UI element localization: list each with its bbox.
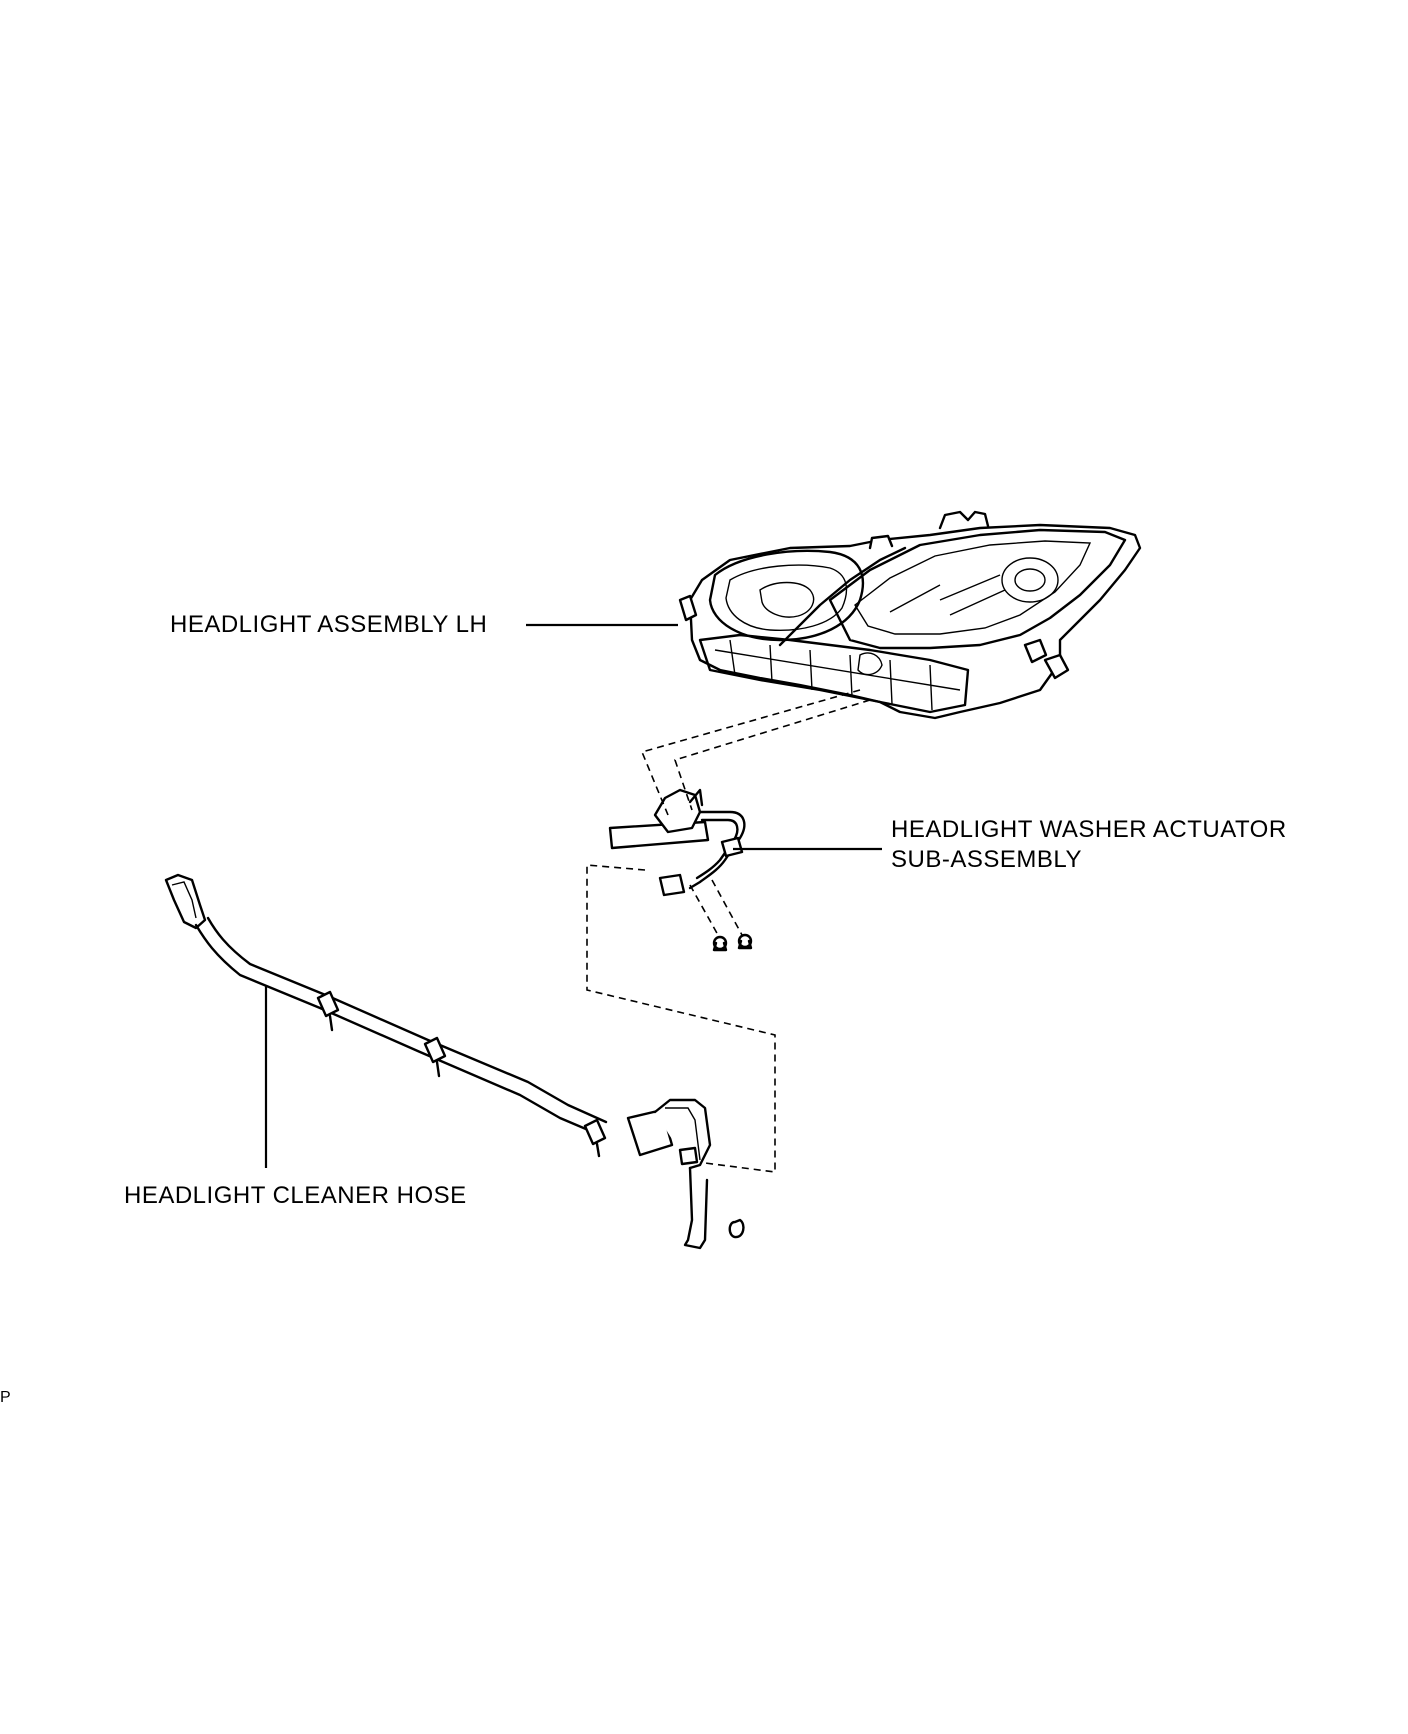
- assembly-dashed-lines: [586, 689, 871, 1173]
- label-headlight-assembly: HEADLIGHT ASSEMBLY LH: [170, 611, 488, 638]
- headlight-assembly-drawing: [678, 510, 1142, 720]
- label-washer-actuator-line1: HEADLIGHT WASHER ACTUATOR: [891, 816, 1287, 843]
- corner-mark: P: [0, 1389, 12, 1406]
- label-washer-actuator-line2: SUB-ASSEMBLY: [891, 846, 1082, 873]
- cleaner-hose-drawing: [164, 873, 745, 1250]
- washer-actuator-drawing: [608, 788, 753, 952]
- label-cleaner-hose: HEADLIGHT CLEANER HOSE: [124, 1182, 467, 1209]
